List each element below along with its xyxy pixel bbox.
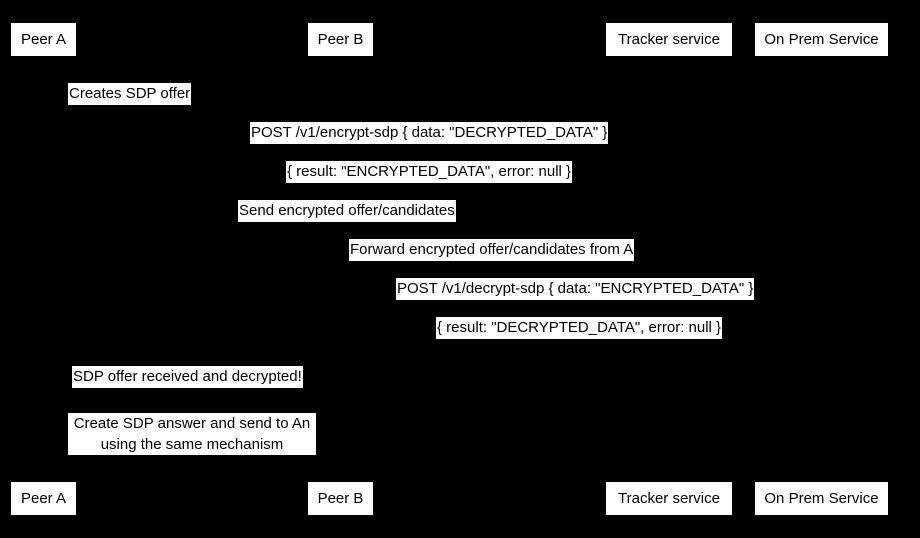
- message-label-forward-encrypted-offer: Forward encrypted offer/candidates from …: [349, 239, 635, 261]
- lifeline-box-bottom-tracker-service[interactable]: Tracker service: [605, 481, 733, 516]
- lifeline-label-bottom-tracker-service: Tracker service: [618, 490, 720, 507]
- lifeline-label-bottom-peer-b: Peer B: [317, 490, 364, 507]
- lifeline-label-bottom-on-prem-service: On Prem Service: [764, 490, 879, 507]
- message-label-creates-sdp-offer: Creates SDP offer: [68, 83, 192, 105]
- lifeline-box-top-tracker-service[interactable]: Tracker service: [605, 22, 733, 57]
- message-label-send-encrypted-offer: Send encrypted offer/candidates: [238, 200, 456, 222]
- note-create-sdp-answer: Create SDP answer and send to An using t…: [68, 413, 316, 455]
- lifeline-label-bottom-peer-a: Peer A: [20, 490, 67, 507]
- message-label-decrypt-sdp-result: { result: "DECRYPTED_DATA", error: null …: [436, 317, 723, 339]
- lifeline-box-top-peer-a[interactable]: Peer A: [10, 22, 77, 57]
- lifeline-label-peer-b: Peer B: [317, 31, 364, 48]
- lifeline-box-top-on-prem-service[interactable]: On Prem Service: [754, 22, 889, 57]
- lifeline-label-tracker-service: Tracker service: [618, 31, 720, 48]
- note-create-sdp-answer-line-2: using the same mechanism: [100, 436, 284, 453]
- lifeline-box-bottom-peer-a[interactable]: Peer A: [10, 481, 77, 516]
- message-label-post-encrypt-sdp: POST /v1/encrypt-sdp { data: "DECRYPTED_…: [250, 122, 609, 144]
- lifeline-label-on-prem-service: On Prem Service: [764, 31, 879, 48]
- message-label-sdp-offer-received: SDP offer received and decrypted!: [72, 366, 303, 388]
- lifeline-box-bottom-on-prem-service[interactable]: On Prem Service: [754, 481, 889, 516]
- message-label-encrypt-sdp-result: { result: "ENCRYPTED_DATA", error: null …: [286, 161, 573, 183]
- lifeline-label-peer-a: Peer A: [20, 31, 67, 48]
- lifeline-box-top-peer-b[interactable]: Peer B: [307, 22, 374, 57]
- lifeline-box-bottom-peer-b[interactable]: Peer B: [307, 481, 374, 516]
- note-create-sdp-answer-line-1: Create SDP answer and send to An: [73, 415, 311, 432]
- message-label-post-decrypt-sdp: POST /v1/decrypt-sdp { data: "ENCRYPTED_…: [396, 278, 755, 300]
